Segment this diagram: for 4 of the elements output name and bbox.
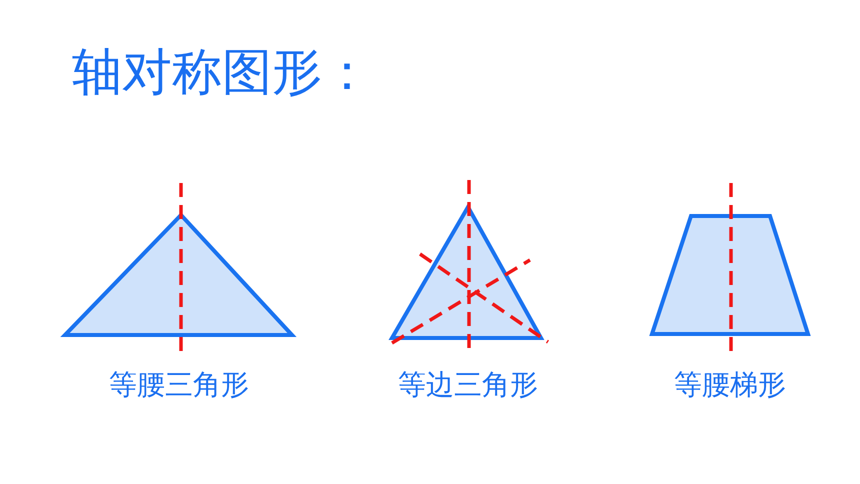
shape-label: 等边三角形	[397, 367, 539, 403]
title: 轴对称图形：	[72, 42, 372, 103]
shape-label: 等腰三角形	[108, 367, 250, 403]
shape-label: 等腰梯形	[673, 367, 787, 403]
